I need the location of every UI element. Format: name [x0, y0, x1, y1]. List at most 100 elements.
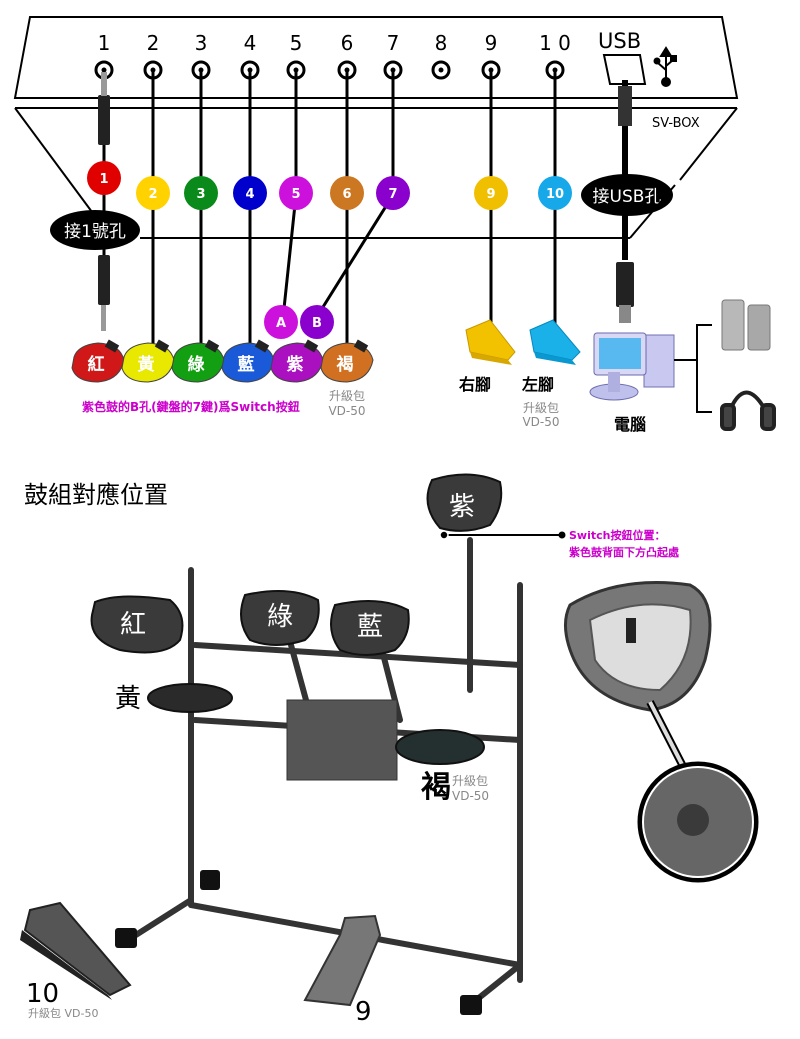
pad-0: 紅: [71, 339, 125, 383]
channel-number: 6: [342, 187, 351, 202]
pad-color-label: 紅: [88, 354, 105, 375]
pad-3: 藍: [221, 339, 275, 383]
kit-pedal-right-num: 9: [355, 997, 372, 1027]
pad-5: 褐: [320, 339, 374, 383]
pad-1: 黃: [121, 339, 175, 383]
channel-badge-3: 3: [184, 176, 218, 210]
kit-pad-brown-label: 褐: [421, 770, 451, 805]
computer-label: 電腦: [614, 415, 646, 434]
jack-connector-label: 接1號孔: [50, 210, 140, 250]
usb-connector-label: 接USB孔: [581, 174, 673, 216]
switch-callout-line1: Switch按鈕位置：: [569, 528, 665, 542]
kit-pad-blue-label: 藍: [357, 612, 383, 642]
right-pedal-icon: [465, 319, 516, 365]
pad-upgrade-model: VD-50: [328, 404, 365, 418]
usb-cable-plug: [616, 86, 634, 323]
kit-pad-brown-upgrade: 升級包: [452, 774, 488, 788]
port-number-2: 2: [147, 31, 160, 55]
input-label: A: [276, 316, 286, 331]
section-title: 鼓組對應位置: [24, 481, 168, 509]
channel-number: 3: [196, 187, 205, 202]
port-number-3: 3: [195, 31, 208, 55]
left-pedal-upgrade-label: 升級包: [523, 401, 559, 415]
color-pads: 紅黃綠藍紫褐: [71, 339, 374, 383]
channel-number: 2: [148, 187, 157, 202]
pad-color-label: 黃: [137, 355, 155, 375]
switch-callout: Switch按鈕位置： 紫色鼓背面下方凸起處: [439, 528, 680, 559]
jack-connector-text: 接1號孔: [64, 222, 126, 242]
channel-badge-7: 7: [376, 176, 410, 210]
kit-pad-brown-model: VD-50: [452, 789, 489, 803]
left-pedal-upgrade-model: VD-50: [522, 415, 559, 429]
port-number-1: 1: [98, 31, 111, 55]
port-number-5: 5: [290, 31, 303, 55]
left-pedal-icon: [529, 319, 581, 365]
port-jack-icon: [431, 60, 451, 80]
kit-pad-yellow-label: 黃: [115, 684, 141, 714]
channel-badge-4: 4: [233, 176, 267, 210]
pad-color-label: 褐: [336, 354, 354, 375]
kit-pad-purple: 紫: [426, 473, 503, 532]
kit-pad-red: 紅: [90, 595, 184, 654]
usb-port: [602, 54, 647, 85]
input-label: B: [312, 316, 322, 331]
kit-pedal-left-num: 10: [26, 979, 59, 1009]
pad-4: 紫: [270, 339, 324, 383]
kit-pad-green: 綠: [240, 590, 320, 646]
kit-pad-blue: 藍: [330, 600, 410, 656]
kick-pedal-right-icon: [303, 914, 382, 1007]
purple-pad-input-a: A: [264, 305, 298, 339]
port-number-6: 6: [341, 31, 354, 55]
kick-pedal-left-icon: [20, 901, 132, 1000]
computer-icon: [589, 332, 675, 401]
pad-back-detail: [564, 581, 759, 883]
switch-note: 紫色鼓的B孔(鍵盤的7鍵)爲Switch按鈕: [82, 399, 300, 414]
channel-number: 9: [486, 187, 495, 202]
channel-number: 10: [546, 187, 564, 202]
kit-pad-brown: 褐 升級包 VD-50: [395, 729, 489, 805]
port-number-4: 4: [244, 31, 257, 55]
channel-badge-10: 10: [538, 176, 572, 210]
sv-box: [13, 16, 739, 213]
kit-pad-green-label: 綠: [267, 602, 293, 632]
kit-pad-yellow: 黃: [115, 683, 233, 714]
port-row: 1 2 3 4 5 6 7 8 9 1 0: [94, 31, 571, 80]
rack-feet: [115, 870, 482, 1015]
pad-2: 綠: [171, 339, 225, 383]
channel-badge-5: 5: [279, 176, 313, 210]
channel-number: 1: [99, 172, 108, 187]
channel-number: 7: [388, 187, 397, 202]
pad-color-label: 藍: [238, 354, 255, 375]
usb-connector-text: 接USB孔: [593, 187, 662, 207]
output-bracket: [674, 324, 712, 413]
port-number-7: 7: [387, 31, 400, 55]
channel-badge-9: 9: [474, 176, 508, 210]
channel-badge-6: 6: [330, 176, 364, 210]
right-pedal-label: 右腳: [459, 375, 491, 394]
sv-box-label: SV-BOX: [652, 116, 700, 131]
kit-pad-purple-label: 紫: [449, 492, 475, 522]
pad-color-label: 綠: [188, 354, 206, 375]
switch-callout-line2: 紫色鼓背面下方凸起處: [569, 545, 680, 559]
purple-pad-input-b: B: [300, 305, 334, 339]
usb-symbol-icon: [653, 46, 677, 87]
speakers-icon: [721, 299, 771, 351]
pad-color-label: 紫: [287, 354, 304, 375]
left-pedal-label: 左腳: [521, 375, 554, 394]
kit-pedal-left-upgrade: 升級包 VD-50: [28, 1007, 98, 1020]
kit-pad-red-label: 紅: [120, 610, 146, 640]
port-number-10: 1 0: [539, 31, 571, 55]
drum-module: [286, 699, 398, 781]
usb-port-label: USB: [598, 29, 641, 53]
audio-jack-plug: [98, 72, 110, 331]
channel-circles: 1 2 3 4 5 6 7 9 10: [87, 161, 572, 210]
headphones-icon: [720, 390, 776, 431]
channel-badge-2: 2: [136, 176, 170, 210]
port-number-8: 8: [435, 31, 448, 55]
channel-number: 5: [291, 187, 300, 202]
channel-number: 4: [245, 187, 254, 202]
pad-upgrade-label: 升級包: [329, 389, 365, 403]
port-number-9: 9: [485, 31, 498, 55]
